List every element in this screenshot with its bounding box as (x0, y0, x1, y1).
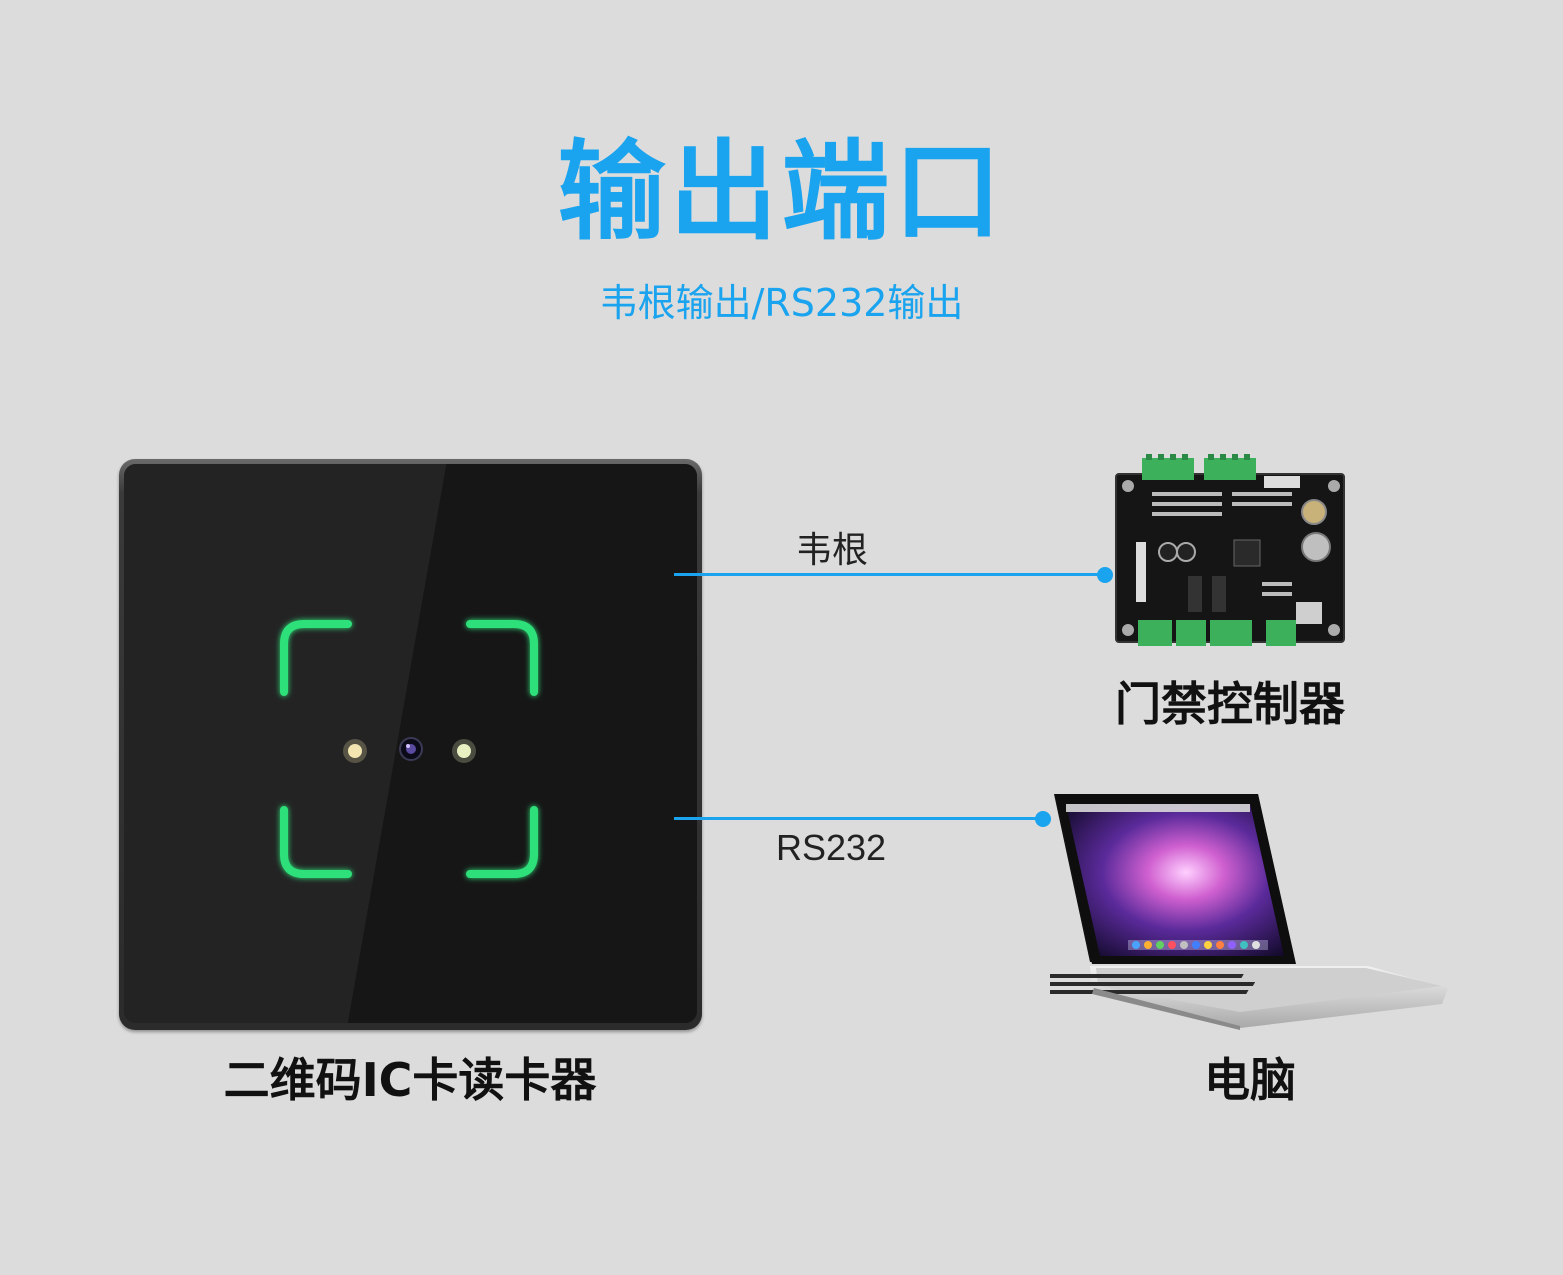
wiegand-connection-line (674, 573, 1106, 576)
rs232-label: RS232 (776, 826, 886, 870)
scan-frame-icon (124, 464, 697, 1023)
wiegand-label: 韦根 (796, 528, 868, 572)
reader-glass-panel (124, 464, 697, 1023)
rs232-connection-line (674, 817, 1044, 820)
computer-label: 电脑 (1150, 1052, 1350, 1108)
laptop-icon (1050, 790, 1452, 1030)
rs232-connection-dot (1035, 811, 1051, 827)
wiegand-connection-dot (1097, 567, 1113, 583)
page-subtitle: 韦根输出/RS232输出 (0, 278, 1563, 328)
page-title: 输出端口 (0, 128, 1563, 258)
qr-reader-device (119, 459, 702, 1030)
controller-label: 门禁控制器 (1080, 676, 1380, 732)
access-controller-board-icon (1112, 452, 1348, 658)
reader-label: 二维码IC卡读卡器 (160, 1052, 660, 1108)
